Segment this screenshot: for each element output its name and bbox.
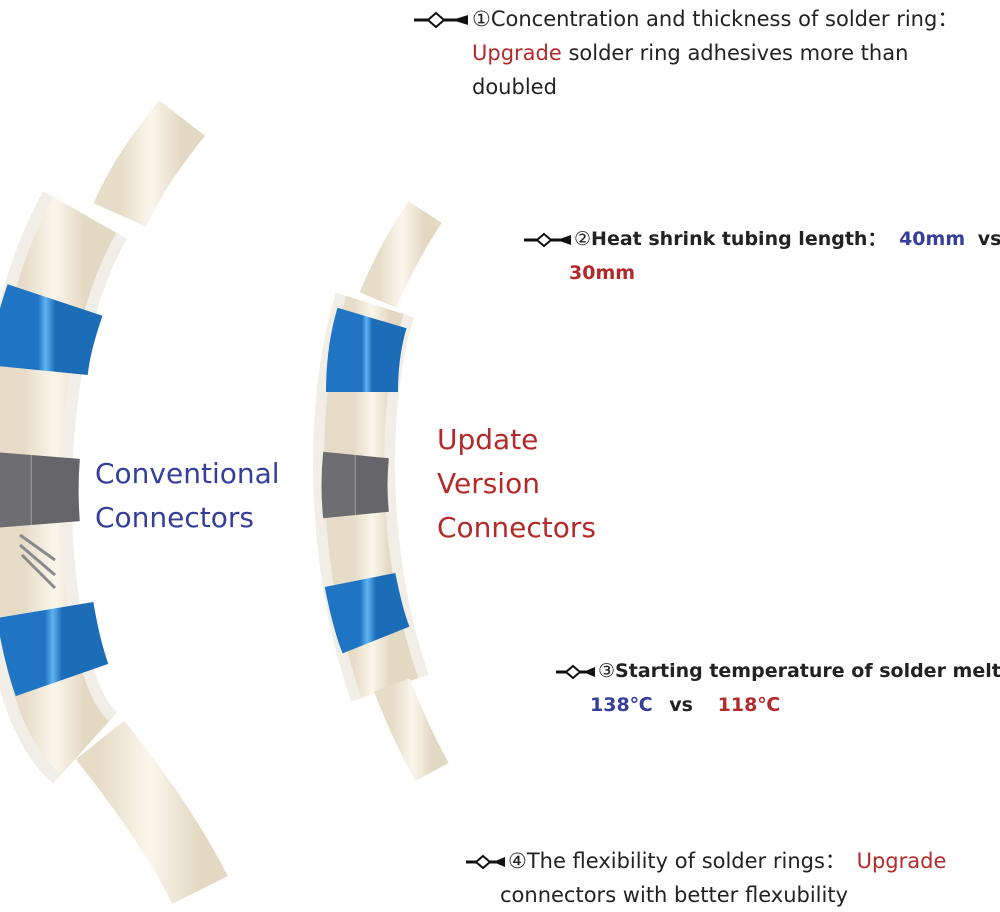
annotation-title: Heat shrink tubing length：: [591, 228, 887, 250]
value-old: 30mm: [569, 262, 636, 284]
annotation-text: connectors with better flexubility: [500, 883, 848, 907]
pointer-icon: [556, 664, 595, 679]
label-line: Update: [437, 423, 539, 456]
label-update: Update Version Connectors: [437, 418, 596, 550]
annotation-highlight: Upgrade: [856, 849, 947, 873]
wire-top-left: [93, 100, 205, 228]
pointer-icon: [524, 232, 571, 247]
annotation-3: ③Starting temperature of solder melt： 13…: [556, 654, 1000, 722]
solder-ring-blue: [324, 572, 410, 654]
label-line: Connectors: [95, 501, 255, 534]
value-old: 118℃: [717, 694, 781, 716]
annotation-text: solder ring adhesives more than: [561, 41, 909, 65]
update-connector: [313, 201, 449, 782]
annotation-4: ④The flexibility of solder rings： Upgrad…: [466, 844, 946, 912]
annotation-title: The flexibility of solder rings：: [526, 849, 846, 873]
wire-bottom-left: [75, 720, 228, 905]
label-conventional: Conventional Connectors: [95, 452, 280, 540]
conventional-connector: [0, 100, 228, 905]
value-new: 138℃: [590, 694, 653, 716]
pointer-icon: [414, 11, 468, 29]
solder-ring-blue: [0, 601, 109, 697]
annotation-number: ④: [508, 849, 527, 873]
annotation-number: ①: [472, 7, 491, 31]
annotation-2: ②Heat shrink tubing length： 40mm vs 30mm: [524, 222, 1000, 290]
label-line: Conventional: [95, 457, 280, 490]
wire-top-right: [359, 201, 442, 308]
metal-crimp: [321, 451, 389, 519]
solder-ring-blue: [0, 284, 103, 376]
annotation-number: ②: [574, 228, 592, 250]
value-new: 40mm: [899, 228, 966, 250]
annotation-title: Starting temperature of solder melt：: [615, 660, 1000, 682]
label-line: Version: [437, 467, 540, 500]
metal-crimp: [0, 452, 80, 528]
pointer-icon: [466, 854, 505, 870]
vs-text: vs: [977, 228, 1000, 250]
annotation-title: Concentration and thickness of solder ri…: [490, 7, 959, 31]
wire-bottom-right: [374, 678, 449, 782]
annotation-number: ③: [598, 660, 616, 682]
annotation-text: doubled: [472, 75, 557, 99]
vs-text: vs: [669, 694, 693, 716]
solder-ring-blue: [326, 307, 407, 393]
annotation-1: ①Concentration and thickness of solder r…: [414, 2, 958, 104]
label-line: Connectors: [437, 511, 597, 544]
annotation-highlight: Upgrade: [472, 41, 562, 65]
